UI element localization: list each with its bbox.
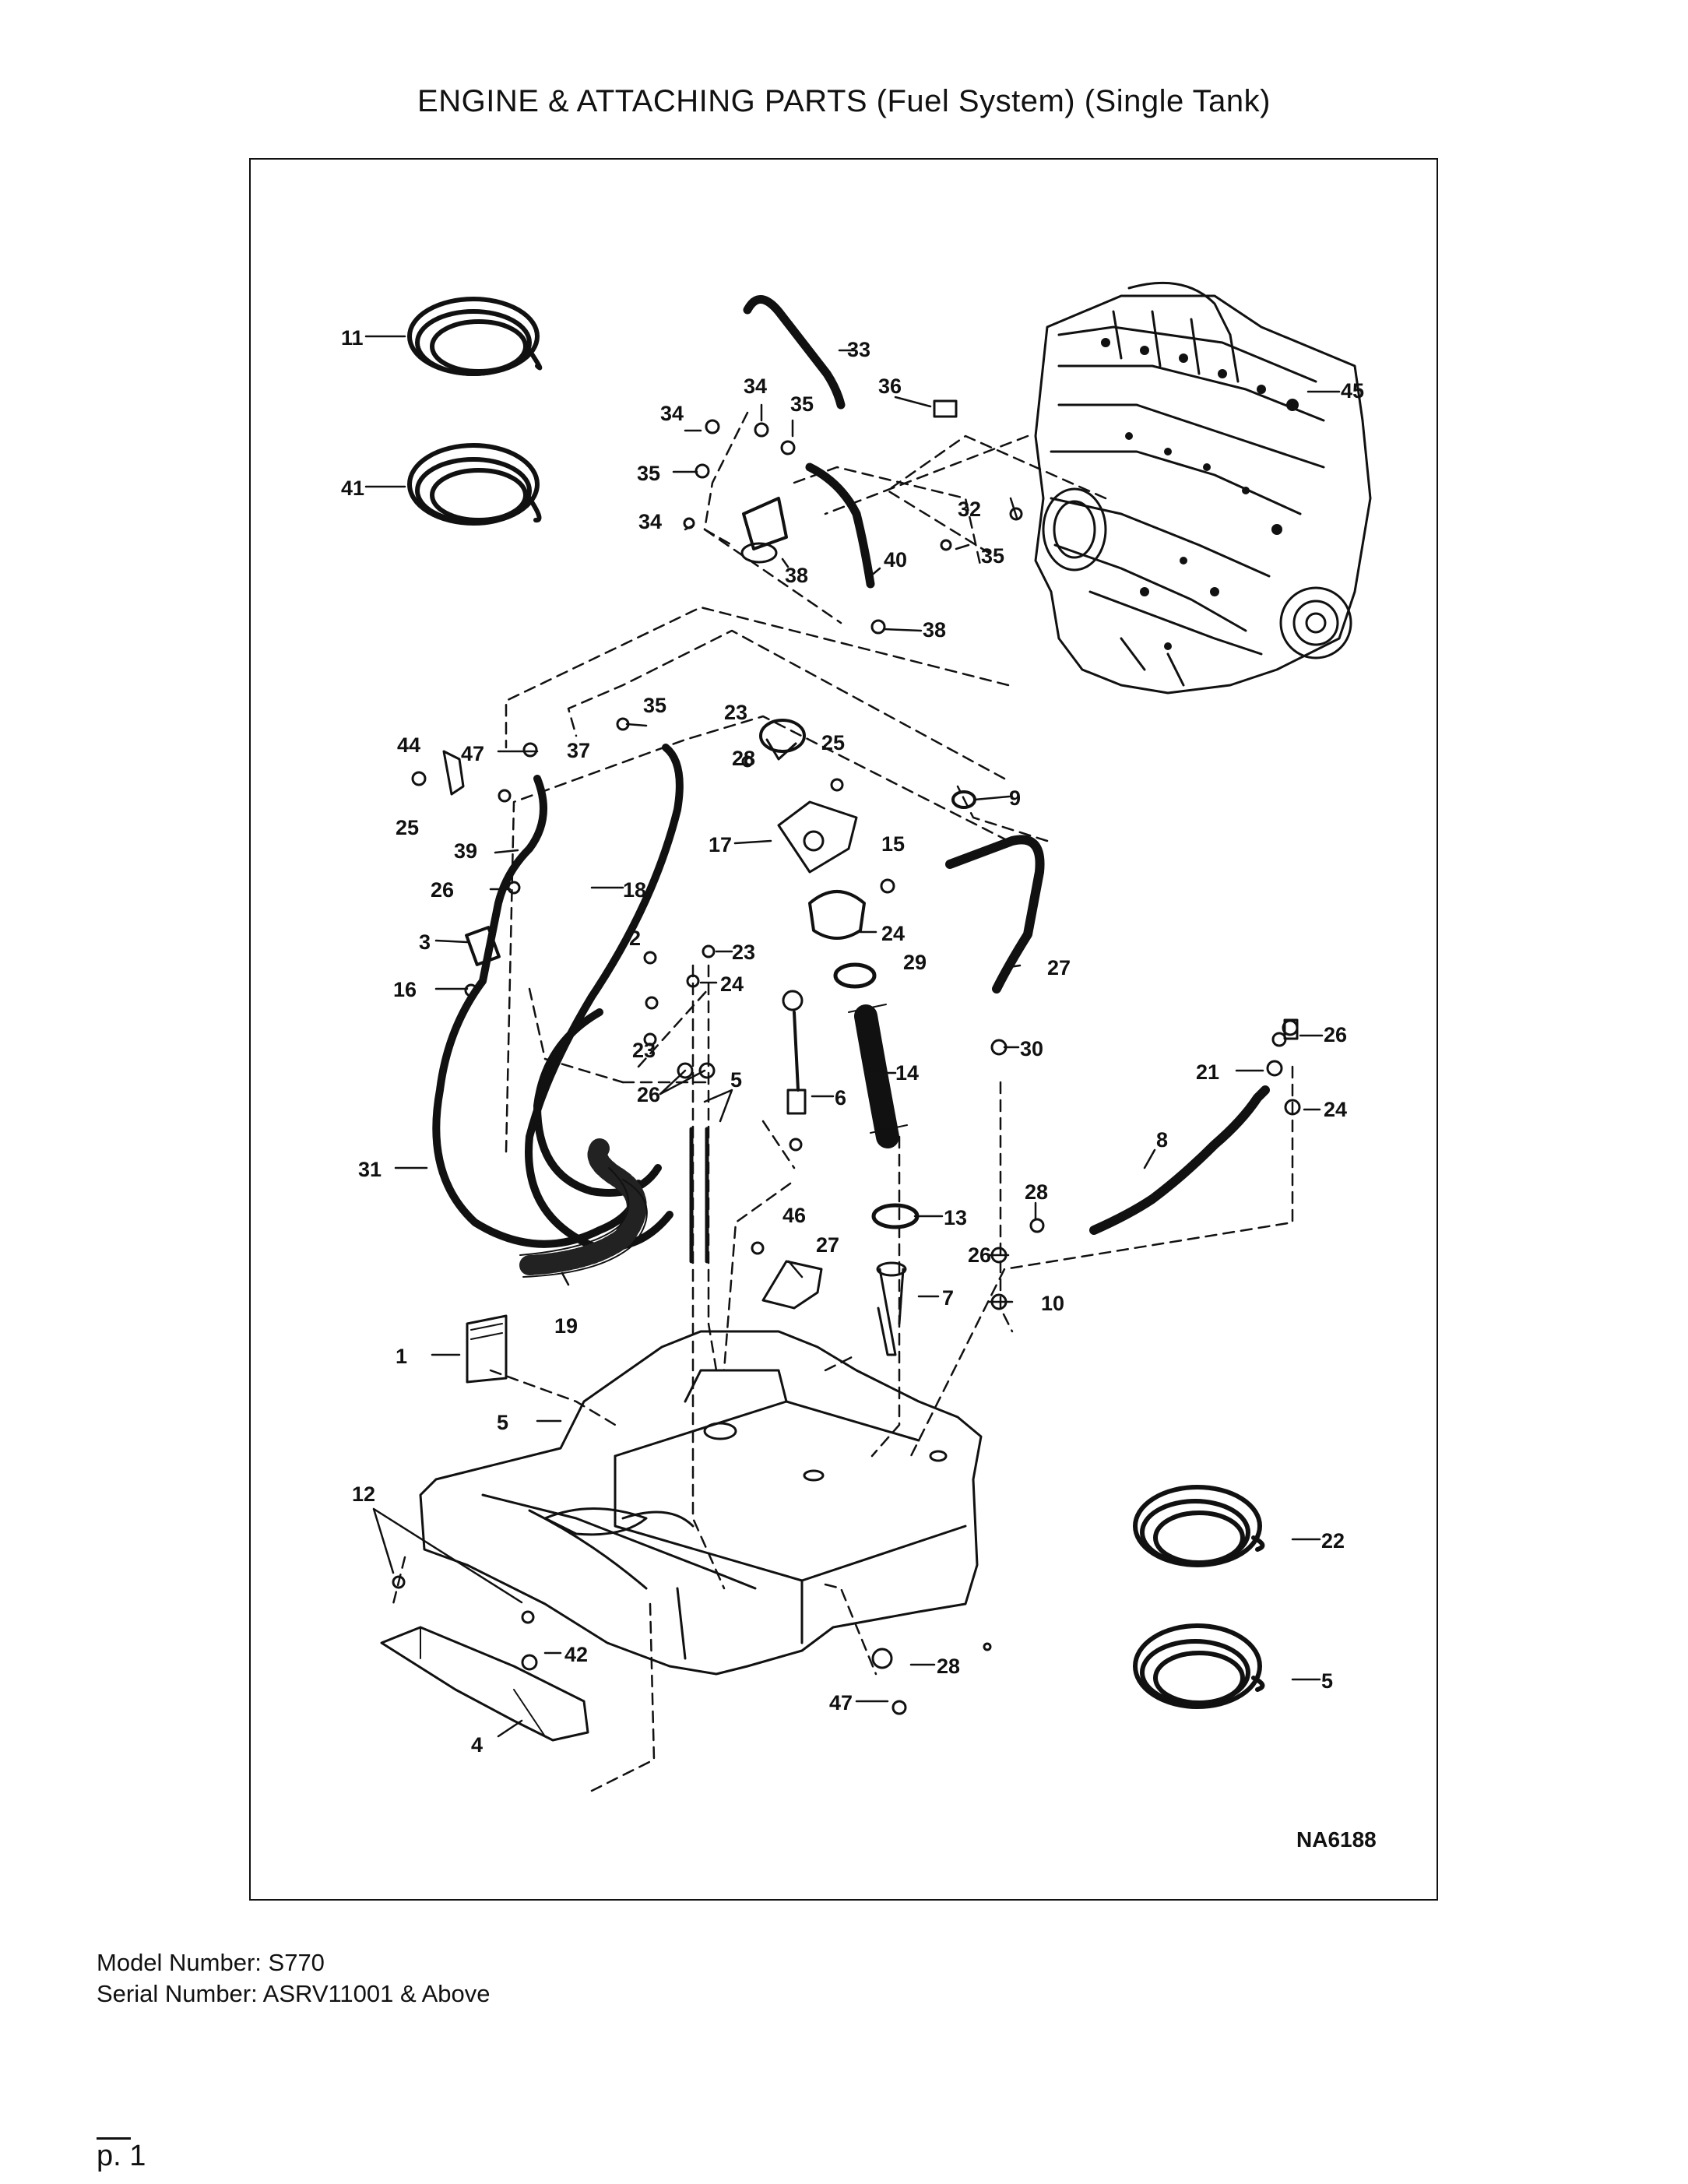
callout-number: 45: [1341, 379, 1364, 403]
callout-number: 10: [1041, 1292, 1064, 1315]
callout-number: 38: [785, 564, 808, 587]
callout-number: 16: [393, 978, 417, 1001]
callout-number: 12: [352, 1482, 375, 1506]
callout-number: 1: [396, 1345, 407, 1368]
callout-number: 26: [637, 1083, 660, 1106]
callout-number: 4: [471, 1733, 483, 1757]
callout-number: 27: [1047, 956, 1071, 979]
callout-number: 2: [629, 927, 641, 950]
callout-number: 7: [942, 1286, 954, 1310]
callout-number: 28: [1025, 1180, 1048, 1204]
callout-number: 14: [895, 1061, 919, 1085]
callout-number: 26: [431, 878, 454, 902]
callout-number: 47: [829, 1691, 853, 1714]
callout-number: 34: [744, 375, 767, 398]
callout-number: 23: [632, 1039, 656, 1062]
callout-number: 13: [944, 1206, 967, 1229]
callout-number: 38: [923, 618, 946, 642]
callout-number: 35: [981, 544, 1004, 568]
callout-number: 9: [1009, 786, 1021, 810]
callout-number: 37: [567, 739, 590, 762]
callout-number: 40: [884, 548, 907, 571]
callout-number: 3: [419, 930, 431, 954]
callout-number: 29: [903, 951, 927, 974]
callout-number: 18: [623, 878, 646, 902]
callout-number: 44: [397, 733, 420, 757]
callout-number: 25: [396, 816, 419, 839]
callout-number: 35: [643, 694, 666, 717]
callout-number: 46: [782, 1204, 806, 1227]
callout-number: 35: [790, 392, 814, 416]
callout-number: 31: [358, 1158, 382, 1181]
callout-number: 33: [847, 338, 870, 361]
callout-number: 22: [1321, 1529, 1345, 1553]
serial-number: Serial Number: ASRV11001 & Above: [97, 1980, 491, 2007]
callout-number: 25: [821, 731, 845, 754]
diagram-frame: [249, 158, 1438, 1901]
callout-number: 30: [1020, 1037, 1043, 1060]
callout-number: 17: [709, 833, 732, 856]
callout-number: 6: [835, 1086, 846, 1110]
callout-number: 34: [660, 402, 684, 425]
callout-number: 5: [1321, 1669, 1333, 1693]
callout-number: 28: [937, 1655, 960, 1678]
callout-number: 26: [968, 1243, 991, 1267]
callout-number: 8: [1156, 1128, 1168, 1152]
callout-number: 41: [341, 477, 364, 500]
model-number: Model Number: S770: [97, 1949, 325, 1976]
callout-number: 36: [878, 375, 902, 398]
callout-number: 24: [881, 922, 905, 945]
callout-number: 42: [564, 1643, 588, 1666]
page-divider: [97, 2137, 131, 2140]
callout-number: 5: [497, 1411, 508, 1434]
callout-number: 32: [958, 498, 981, 521]
page-number: p. 1: [97, 2140, 146, 2172]
callout-number: 47: [461, 742, 484, 765]
callout-number: 24: [1324, 1098, 1347, 1121]
callout-number: 26: [1324, 1023, 1347, 1046]
callout-number: 21: [1196, 1060, 1219, 1084]
callout-number: 27: [816, 1233, 839, 1257]
callout-number: 23: [732, 941, 755, 964]
callout-number: 5: [730, 1068, 742, 1092]
callout-number: 35: [637, 462, 660, 485]
callout-number: 11: [341, 326, 364, 350]
callout-number: 28: [732, 747, 755, 770]
callout-number: 39: [454, 839, 477, 863]
callout-number: 24: [720, 972, 744, 996]
callout-number: 19: [554, 1314, 578, 1338]
callout-number: 15: [881, 832, 905, 856]
callout-number: 23: [724, 701, 747, 724]
page-title: ENGINE & ATTACHING PARTS (Fuel System) (…: [417, 84, 1271, 118]
drawing-reference: NA6188: [1296, 1827, 1377, 1852]
callout-number: 34: [638, 510, 662, 533]
